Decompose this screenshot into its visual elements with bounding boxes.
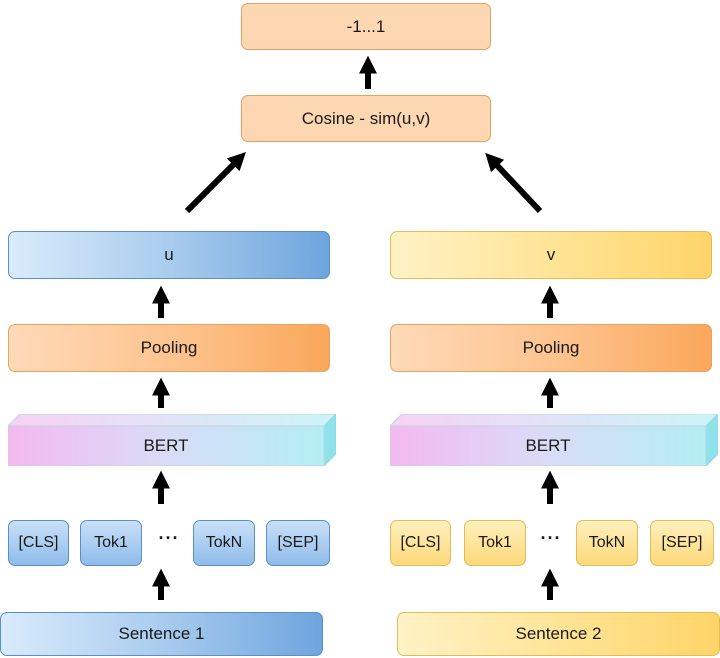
token-cls-right: [CLS]	[390, 520, 451, 566]
token-label: [CLS]	[18, 534, 59, 551]
token-tokn-right: TokN	[576, 520, 638, 566]
arrow-v-to-cosine	[485, 152, 543, 214]
token-tokn-left: TokN	[193, 520, 255, 566]
vector-v-label: v	[546, 245, 556, 264]
pooling-right-box: Pooling	[390, 324, 712, 372]
token-tok1-right: Tok1	[464, 520, 526, 566]
vector-u-box: u	[8, 231, 330, 279]
cosine-similarity-box: Cosine - sim(u,v)	[241, 95, 491, 142]
ellipsis-right: ···	[540, 528, 562, 548]
token-tok1-left: Tok1	[80, 520, 142, 566]
vector-u-label: u	[164, 245, 174, 264]
bert-left-block: BERT	[8, 414, 336, 466]
token-label: Tok1	[94, 534, 128, 551]
pooling-right-label: Pooling	[522, 338, 580, 357]
bert-right-prism	[390, 414, 718, 466]
token-label: Tok1	[478, 534, 512, 551]
sentence-1-label: Sentence 1	[118, 624, 205, 643]
ellipsis-left: ···	[158, 528, 180, 548]
cosine-similarity-label: Cosine - sim(u,v)	[301, 108, 431, 128]
bert-left-label: BERT	[143, 436, 189, 455]
vector-v-box: v	[390, 231, 712, 279]
bert-right-label: BERT	[525, 436, 571, 455]
token-label: [SEP]	[661, 534, 703, 551]
bert-right-block: BERT	[390, 414, 718, 466]
pooling-left-box: Pooling	[8, 324, 330, 372]
sentence-2-box: Sentence 2	[397, 612, 720, 656]
output-range-box: -1...1	[241, 3, 491, 50]
token-cls-left: [CLS]	[8, 520, 69, 566]
token-label: [SEP]	[277, 534, 319, 551]
token-label: TokN	[205, 534, 243, 551]
token-label: [CLS]	[400, 534, 441, 551]
pooling-left-label: Pooling	[140, 338, 198, 357]
arrow-u-to-cosine	[184, 152, 246, 214]
sentence-1-box: Sentence 1	[0, 612, 323, 656]
output-range-label: -1...1	[346, 16, 386, 36]
token-sep-right: [SEP]	[650, 520, 714, 566]
token-label: TokN	[588, 534, 626, 551]
sentence-2-label: Sentence 2	[515, 624, 602, 643]
token-sep-left: [SEP]	[266, 520, 330, 566]
bert-left-prism	[8, 414, 336, 466]
